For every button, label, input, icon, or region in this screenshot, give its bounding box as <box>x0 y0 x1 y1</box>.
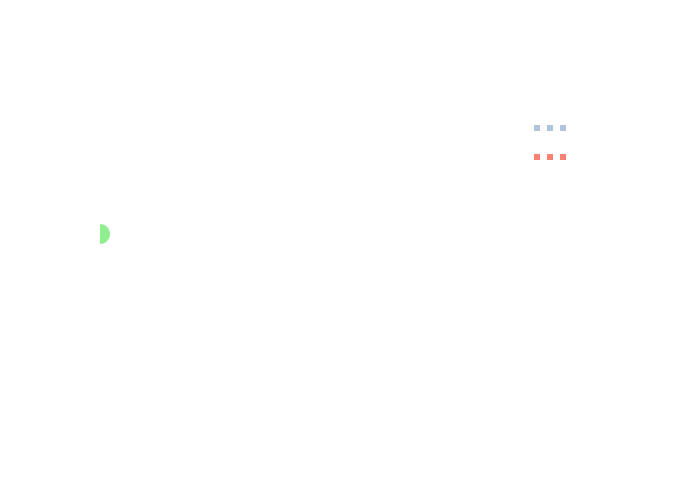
legend-marker-salmon <box>534 154 566 160</box>
legend-dot <box>547 154 553 160</box>
legend-dot <box>534 154 540 160</box>
legend-marker-lightsteelblue <box>534 125 566 131</box>
legend-dot <box>547 125 553 131</box>
legend-dot <box>560 154 566 160</box>
legend-dot <box>534 125 540 131</box>
legend-dot <box>560 125 566 131</box>
half-circle-shape <box>100 224 110 244</box>
half-circle-path <box>100 224 110 244</box>
